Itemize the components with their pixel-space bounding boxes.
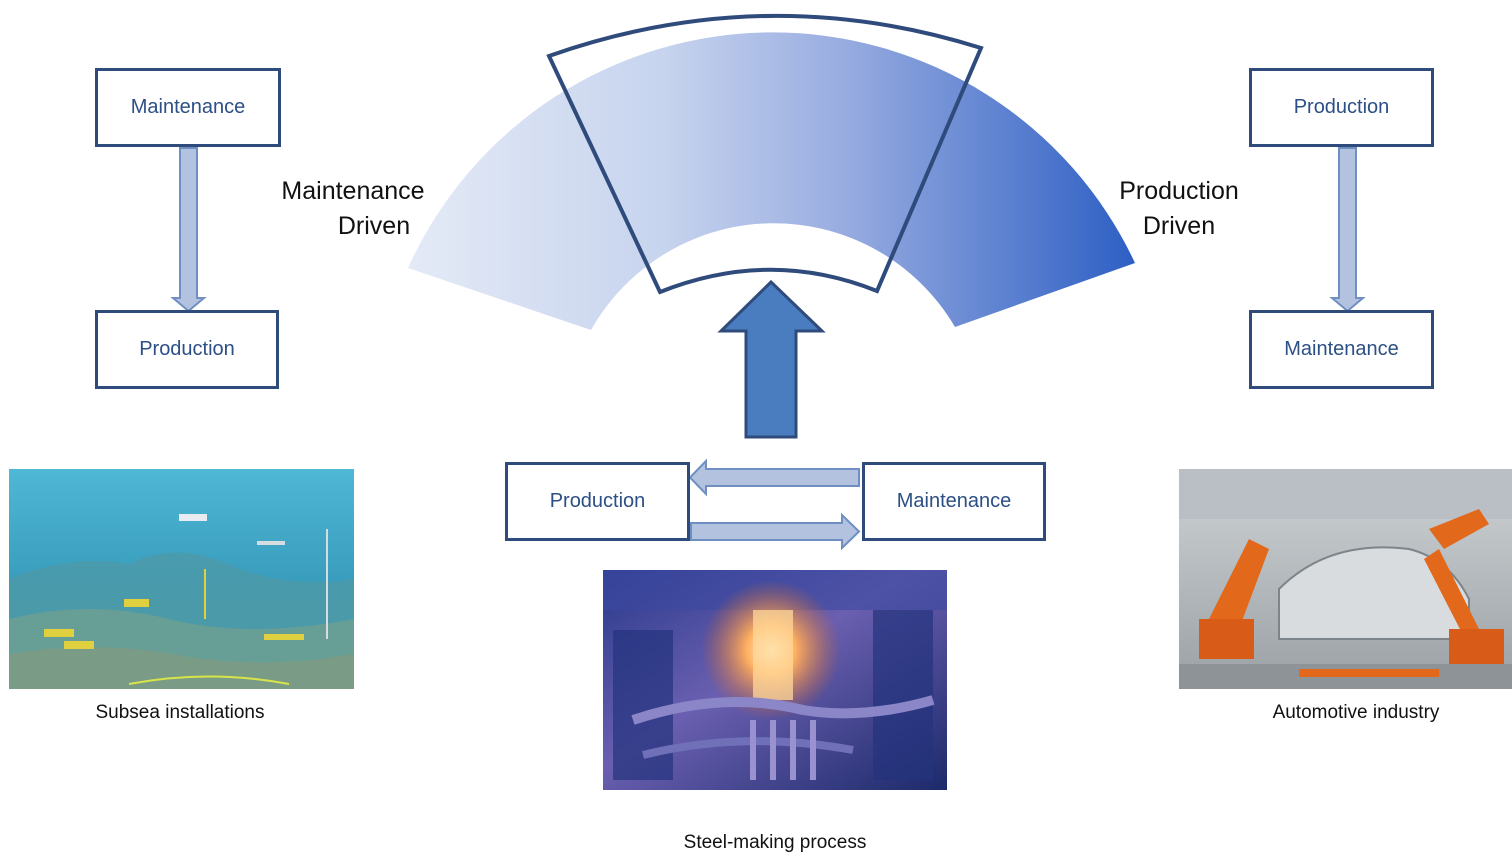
left-down-arrow [170,147,207,313]
center-production-box: Production [505,462,690,541]
center-maintenance-box: Maintenance [862,462,1046,541]
automotive-caption: Automotive industry [1272,702,1440,723]
left-maintenance-box: Maintenance [95,68,281,147]
subsea-caption: Subsea installations [95,702,265,723]
steel-making-process-photo [603,570,947,790]
spectrum-window [546,13,984,295]
subsea-installations-photo [9,469,354,689]
maintenance-driven-line1: Maintenance [281,177,425,205]
arrow-to-production [688,458,860,497]
spectrum-arc [408,32,1135,330]
production-driven-label: Production Driven [1104,174,1254,244]
left-production-box: Production [95,310,279,389]
steel-making-caption: Steel-making process [683,832,867,853]
production-driven-line1: Production [1119,177,1239,205]
arrow-to-maintenance [690,512,861,551]
maintenance-driven-line2: Driven [337,212,411,240]
right-down-arrow [1329,147,1366,313]
right-maintenance-box: Maintenance [1249,310,1434,389]
right-production-box: Production [1249,68,1434,147]
production-driven-line2: Driven [1142,212,1216,240]
maintenance-driven-label: Maintenance Driven [268,174,438,244]
up-arrow [717,279,826,439]
automotive-industry-photo [1179,469,1512,689]
